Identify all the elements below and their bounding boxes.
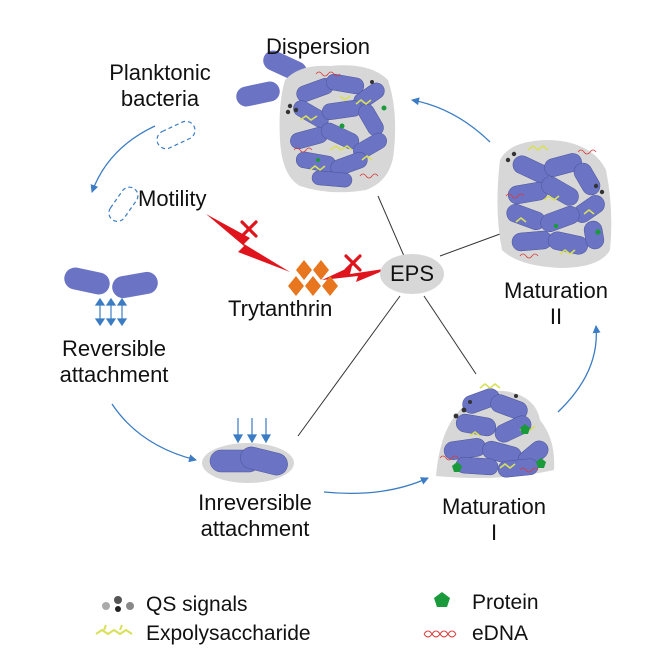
maturation2-label: Maturation II [486, 278, 626, 330]
trytanthrin-label: Trytanthrin [228, 296, 333, 321]
legend-polysaccharide-icon [95, 624, 133, 636]
planktonic-label-line2: bacteria [120, 86, 200, 111]
bolt-to-motility [206, 214, 290, 272]
planktonic-label: Planktonic bacteria [100, 60, 220, 112]
dispersion-biofilm [236, 50, 396, 193]
arrow-maturation2-to-dispersion [411, 97, 491, 143]
trytanthrin-icon [288, 260, 338, 296]
arrow-reversible-to-irreversible [111, 403, 197, 463]
eps-connector-lines [297, 195, 501, 437]
arrow-planktonic-to-motility [90, 125, 156, 193]
arrow-irreversible-to-maturation1 [323, 477, 429, 494]
maturation1-label-line2: I [490, 520, 498, 545]
reversible-label-line1: Reversible [62, 336, 166, 361]
inhibition-bolts [206, 214, 390, 282]
legend-polysaccharide-label: Expolysaccharide [146, 622, 311, 645]
planktonic-label-line1: Planktonic [109, 60, 211, 85]
reversible-label-line2: attachment [59, 362, 169, 387]
motility-label: Motility [138, 186, 207, 211]
cycle-arrows [90, 97, 601, 494]
legend-qs-icon [102, 596, 134, 612]
inhibition-cross-icon [240, 220, 362, 272]
legend-protein-label: Protein [472, 591, 539, 614]
legend-edna-label: eDNA [472, 622, 529, 645]
irreversible-label-line1: Inreversible [198, 490, 312, 515]
reversible-label: Reversible attachment [34, 336, 194, 388]
legend-protein-icon [434, 592, 450, 607]
maturation1-label-line1: Maturation [442, 494, 546, 519]
eps-label: EPS [390, 261, 435, 286]
irreversible-cells [202, 418, 294, 483]
maturation2-label-line2: II [549, 304, 563, 329]
arrow-maturation1-to-maturation2 [557, 325, 601, 413]
bolt-to-eps [322, 266, 390, 282]
reversible-cells [64, 267, 158, 327]
maturation1-biofilm [436, 382, 555, 478]
legend-edna-icon [423, 630, 457, 638]
eps-node [380, 254, 444, 294]
maturation2-label-line1: Maturation [504, 278, 608, 303]
planktonic-cell-outlines [108, 120, 196, 222]
maturation2-biofilm [497, 140, 612, 268]
irreversible-label: Inreversible attachment [170, 490, 340, 542]
maturation1-label: Maturation I [424, 494, 564, 546]
legend-qs-label: QS signals [146, 593, 248, 616]
irreversible-label-line2: attachment [200, 516, 310, 541]
dispersion-label: Dispersion [266, 34, 370, 59]
